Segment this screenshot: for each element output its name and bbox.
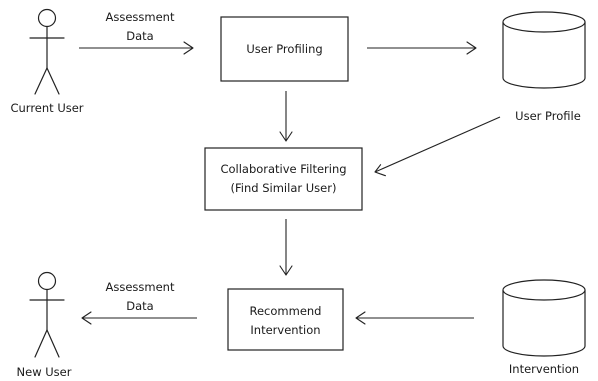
actor-right-leg [46, 67, 60, 95]
intervention-label: Intervention [509, 362, 579, 376]
arrow-recommend-to-new-user [81, 311, 197, 325]
assessment-data-bottom-label-2: Data [126, 299, 153, 313]
actor-right-leg [46, 329, 60, 358]
arrow-current-user-to-profiling [79, 41, 194, 55]
actor-head-icon [37, 271, 57, 291]
arrow-user-profile-to-filtering [374, 116, 501, 177]
collaborative-filtering-label-1: Collaborative Filtering [220, 162, 346, 176]
new-user-label: New User [17, 365, 72, 379]
assessment-data-bottom-label-1: Assessment [106, 280, 175, 294]
arrow-profiling-to-user-profile [367, 41, 477, 55]
arrow-filtering-to-recommend [279, 219, 293, 276]
arrow-profiling-to-filtering [279, 91, 293, 142]
collaborative-filtering-box [204, 147, 363, 211]
actor-left-leg [34, 67, 48, 95]
user-profile-label: User Profile [515, 109, 581, 123]
assessment-data-top-label-1: Assessment [106, 10, 175, 24]
assessment-data-top-label-2: Data [126, 29, 153, 43]
current-user-actor [29, 8, 65, 95]
user-profiling-label: User Profiling [246, 42, 322, 56]
recommend-label-2: Intervention [250, 323, 320, 337]
intervention-database-icon [502, 279, 586, 357]
recommend-intervention-box [227, 288, 344, 351]
collaborative-filtering-label-2: (Find Similar User) [231, 181, 337, 195]
user-profile-database-icon [502, 11, 586, 89]
recommend-label-1: Recommend [250, 304, 322, 318]
new-user-actor [29, 271, 65, 358]
user-profiling-box [220, 16, 349, 82]
actor-left-leg [34, 329, 48, 358]
actor-head-icon [37, 8, 57, 28]
arrow-intervention-to-recommend [355, 311, 474, 325]
current-user-label: Current User [10, 101, 83, 115]
